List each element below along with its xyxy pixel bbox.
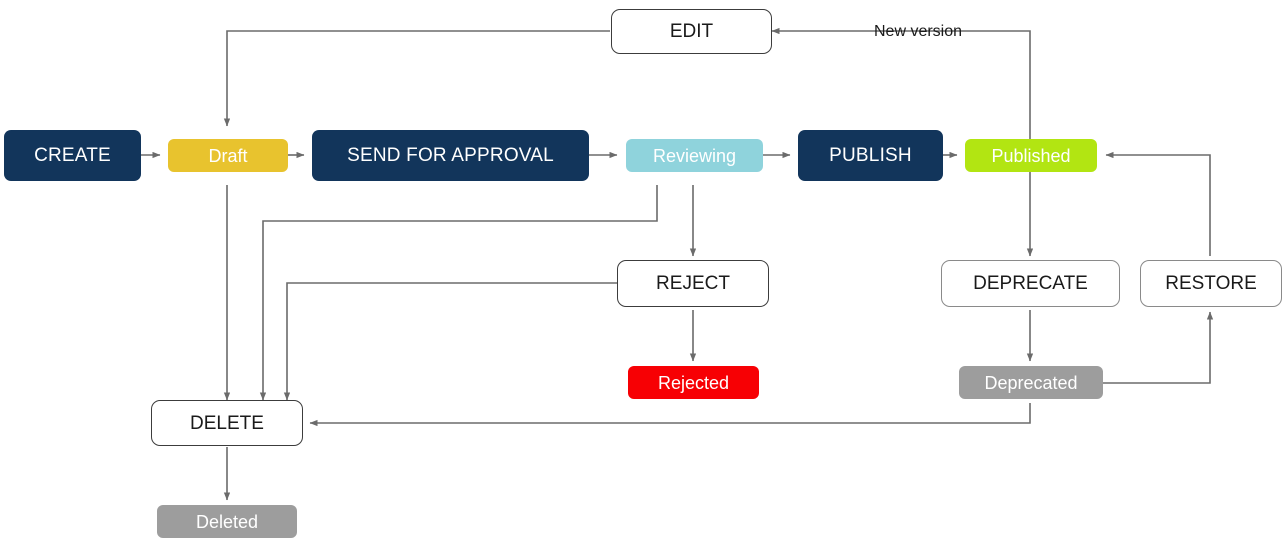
node-create-label: CREATE bbox=[34, 145, 111, 166]
node-delete-label: DELETE bbox=[190, 412, 264, 434]
node-rejected[interactable]: Rejected bbox=[628, 366, 759, 399]
edge-label-new-version: New version bbox=[874, 23, 962, 41]
node-publish[interactable]: PUBLISH bbox=[798, 130, 943, 181]
node-rejected-label: Rejected bbox=[657, 372, 730, 393]
edge-deprecated-to-restore bbox=[1103, 311, 1214, 384]
node-send-for-approval[interactable]: SEND FOR APPROVAL bbox=[312, 130, 589, 181]
edge-reject-to-delete bbox=[283, 282, 617, 401]
edge-published-to-edit-new-version bbox=[771, 27, 1031, 145]
edge-label-new-version-text: New version bbox=[874, 23, 963, 40]
node-edit[interactable]: EDIT bbox=[611, 9, 772, 54]
node-deprecate[interactable]: DEPRECATE bbox=[941, 260, 1120, 307]
node-reject-label: REJECT bbox=[656, 273, 730, 294]
node-reviewing-label: Reviewing bbox=[652, 145, 737, 166]
node-deprecated-label: Deprecated bbox=[984, 372, 1078, 393]
node-delete[interactable]: DELETE bbox=[151, 400, 303, 446]
node-draft-label: Draft bbox=[208, 145, 248, 166]
node-deleted[interactable]: Deleted bbox=[157, 505, 297, 538]
node-published[interactable]: Published bbox=[965, 139, 1097, 172]
node-restore-label: RESTORE bbox=[1165, 273, 1257, 294]
node-reviewing[interactable]: Reviewing bbox=[626, 139, 763, 172]
node-edit-label: EDIT bbox=[669, 21, 714, 42]
node-deprecate-label: DEPRECATE bbox=[973, 273, 1088, 294]
node-create[interactable]: CREATE bbox=[4, 130, 141, 181]
node-reject[interactable]: REJECT bbox=[617, 260, 769, 307]
edge-restore-to-published bbox=[1105, 151, 1211, 256]
node-publish-label: PUBLISH bbox=[829, 145, 912, 166]
node-draft[interactable]: Draft bbox=[168, 139, 288, 172]
node-published-label: Published bbox=[991, 145, 1071, 166]
node-send-for-approval-label: SEND FOR APPROVAL bbox=[347, 145, 554, 166]
edge-deprecated-to-delete bbox=[309, 403, 1031, 427]
edge-reviewing-to-delete bbox=[259, 185, 658, 401]
edge-edit-to-draft bbox=[223, 30, 610, 127]
node-restore[interactable]: RESTORE bbox=[1140, 260, 1282, 307]
node-deleted-label: Deleted bbox=[195, 511, 259, 532]
node-deprecated[interactable]: Deprecated bbox=[959, 366, 1103, 399]
